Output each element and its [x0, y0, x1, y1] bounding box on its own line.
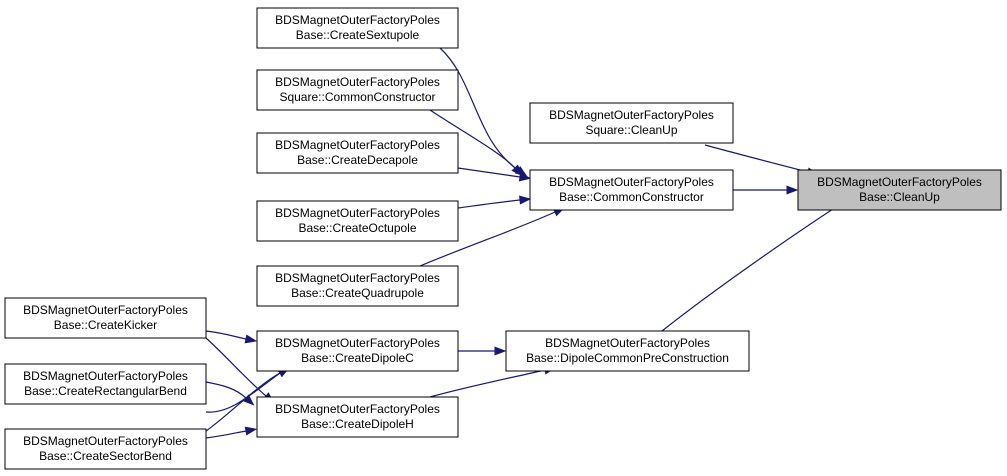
edge-line [205, 430, 247, 439]
node-box[interactable] [256, 396, 459, 438]
node-label-method: Base::CreateQuadrupole [291, 286, 424, 300]
edge-line [661, 197, 851, 332]
node-label-method: Base::CreateDipoleC [301, 351, 414, 365]
node-box[interactable] [4, 428, 207, 470]
edge-line [429, 109, 516, 169]
edge-line [704, 144, 809, 173]
edge-n12-n10 [205, 381, 255, 406]
node-box[interactable] [4, 297, 207, 339]
node-label-method: Base::CreateOctupole [298, 221, 416, 235]
node-label-method: Base::DipoleCommonPreConstruction [526, 351, 729, 365]
node-box[interactable] [256, 7, 459, 49]
node-box[interactable] [529, 169, 734, 211]
node-label-method: Base::CreateDecapole [297, 153, 418, 167]
node-label-class: BDSMagnetOuterFactoryPoles [545, 336, 710, 350]
edge-line [205, 381, 247, 399]
node-box[interactable] [256, 265, 459, 307]
node-label-method: Square::CleanUp [585, 123, 677, 137]
graph-node-n4[interactable]: BDSMagnetOuterFactoryPolesBase::CreateSe… [256, 7, 459, 49]
node-label-method: Base::CleanUp [859, 190, 940, 204]
arrowhead-icon [244, 426, 258, 436]
node-label-class: BDSMagnetOuterFactoryPoles [275, 336, 440, 350]
focus-node-box[interactable] [797, 169, 1002, 211]
node-label-method: Square::CommonConstructor [279, 90, 435, 104]
edge-line [205, 372, 281, 413]
node-box[interactable] [256, 200, 459, 242]
node-label-method: Base::CreateKicker [54, 318, 157, 332]
node-label-class: BDSMagnetOuterFactoryPoles [23, 303, 188, 317]
node-box[interactable] [256, 69, 459, 111]
arrowhead-icon [494, 346, 507, 356]
graph-node-n11[interactable]: BDSMagnetOuterFactoryPolesBase::CreateKi… [4, 297, 207, 339]
nodes-layer: BDSMagnetOuterFactoryPolesBase::CleanUpB… [4, 7, 1002, 470]
graph-node-n10[interactable]: BDSMagnetOuterFactoryPolesBase::CreateDi… [256, 396, 459, 438]
edge-line [419, 211, 556, 267]
node-box[interactable] [256, 132, 459, 174]
node-label-class: BDSMagnetOuterFactoryPoles [817, 175, 982, 189]
node-box[interactable] [256, 330, 459, 372]
graph-node-n5[interactable]: BDSMagnetOuterFactoryPolesSquare::Common… [256, 69, 459, 111]
arrowhead-icon [511, 164, 523, 177]
graph-node-n1[interactable]: BDSMagnetOuterFactoryPolesSquare::CleanU… [529, 102, 734, 144]
arrowhead-icon [519, 195, 532, 205]
node-label-class: BDSMagnetOuterFactoryPoles [275, 206, 440, 220]
node-label-class: BDSMagnetOuterFactoryPoles [549, 175, 714, 189]
graph-node-n6[interactable]: BDSMagnetOuterFactoryPolesBase::CreateDe… [256, 132, 459, 174]
edge-n2-n0 [733, 185, 799, 195]
node-label-class: BDSMagnetOuterFactoryPoles [275, 75, 440, 89]
node-label-method: Base::CreateSextupole [296, 28, 420, 42]
node-label-method: Base::CreateRectangularBend [24, 384, 187, 398]
node-box[interactable] [4, 363, 207, 405]
node-label-class: BDSMagnetOuterFactoryPoles [275, 138, 440, 152]
edge-n11-n9 [205, 330, 258, 344]
graph-node-n13[interactable]: BDSMagnetOuterFactoryPolesBase::CreateSe… [4, 428, 207, 470]
graph-node-n7[interactable]: BDSMagnetOuterFactoryPolesBase::CreateOc… [256, 200, 459, 242]
graph-node-n9[interactable]: BDSMagnetOuterFactoryPolesBase::CreateDi… [256, 330, 459, 372]
node-label-class: BDSMagnetOuterFactoryPoles [549, 108, 714, 122]
edge-line [457, 199, 521, 209]
node-label-class: BDSMagnetOuterFactoryPoles [23, 369, 188, 383]
edge-n5-n2 [429, 109, 523, 177]
node-label-method: Base::CreateSectorBend [39, 449, 172, 463]
node-label-class: BDSMagnetOuterFactoryPoles [275, 13, 440, 27]
node-label-class: BDSMagnetOuterFactoryPoles [275, 271, 440, 285]
node-label-class: BDSMagnetOuterFactoryPoles [275, 402, 440, 416]
node-box[interactable] [529, 102, 734, 144]
arrowhead-icon [244, 334, 258, 344]
graph-node-n12[interactable]: BDSMagnetOuterFactoryPolesBase::CreateRe… [4, 363, 207, 405]
arrowhead-icon [786, 185, 799, 195]
edge-n9-n3 [458, 346, 507, 356]
node-label-method: Base::CreateDipoleH [301, 417, 414, 431]
edge-line [205, 372, 281, 432]
edge-line [429, 369, 546, 398]
edge-n7-n2 [457, 195, 532, 209]
edge-line [205, 337, 267, 397]
graph-node-n3[interactable]: BDSMagnetOuterFactoryPolesBase::DipoleCo… [505, 330, 750, 372]
arrowhead-icon [518, 172, 532, 182]
graph-node-n2[interactable]: BDSMagnetOuterFactoryPolesBase::CommonCo… [529, 169, 734, 211]
edge-n3-n0 [661, 191, 860, 332]
edge-line [205, 330, 247, 340]
edge-n6-n2 [457, 167, 532, 182]
edge-n13-n10 [205, 426, 258, 439]
node-label-class: BDSMagnetOuterFactoryPoles [23, 434, 188, 448]
graph-node-n8[interactable]: BDSMagnetOuterFactoryPolesBase::CreateQu… [256, 265, 459, 307]
edge-line [457, 167, 521, 178]
node-label-method: Base::CommonConstructor [559, 190, 704, 204]
node-box[interactable] [505, 330, 750, 372]
